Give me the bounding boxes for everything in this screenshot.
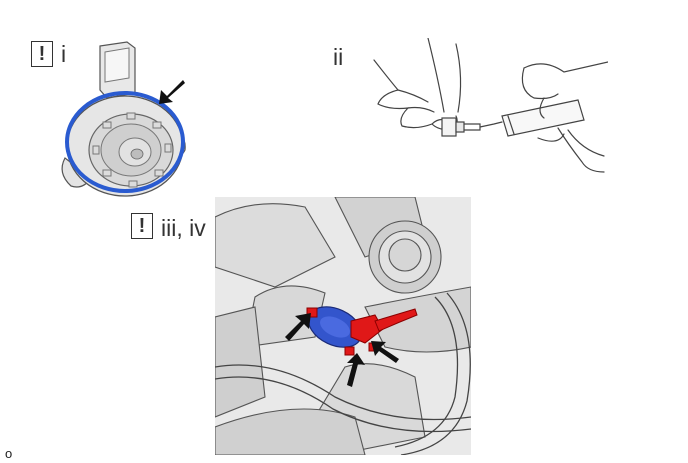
step-iii-iv-label: iii, iv xyxy=(161,215,206,241)
step-ii-label: ii xyxy=(333,44,344,70)
hands-lubrication-illustration xyxy=(373,38,608,173)
warning-marker-icon: ! xyxy=(31,41,53,67)
warning-marker-text: ! xyxy=(38,42,46,65)
engine-bay-illustration xyxy=(215,197,471,455)
warning-marker-icon: ! xyxy=(131,213,153,239)
corner-label: o xyxy=(5,446,13,461)
pointer-arrow-icon xyxy=(159,80,185,104)
step-i-label: i xyxy=(61,41,67,67)
oring-seal xyxy=(65,91,185,193)
sensor-oring-illustration xyxy=(61,41,186,197)
pointer-arrow-icon xyxy=(285,313,399,387)
warning-marker-text: ! xyxy=(138,214,146,237)
